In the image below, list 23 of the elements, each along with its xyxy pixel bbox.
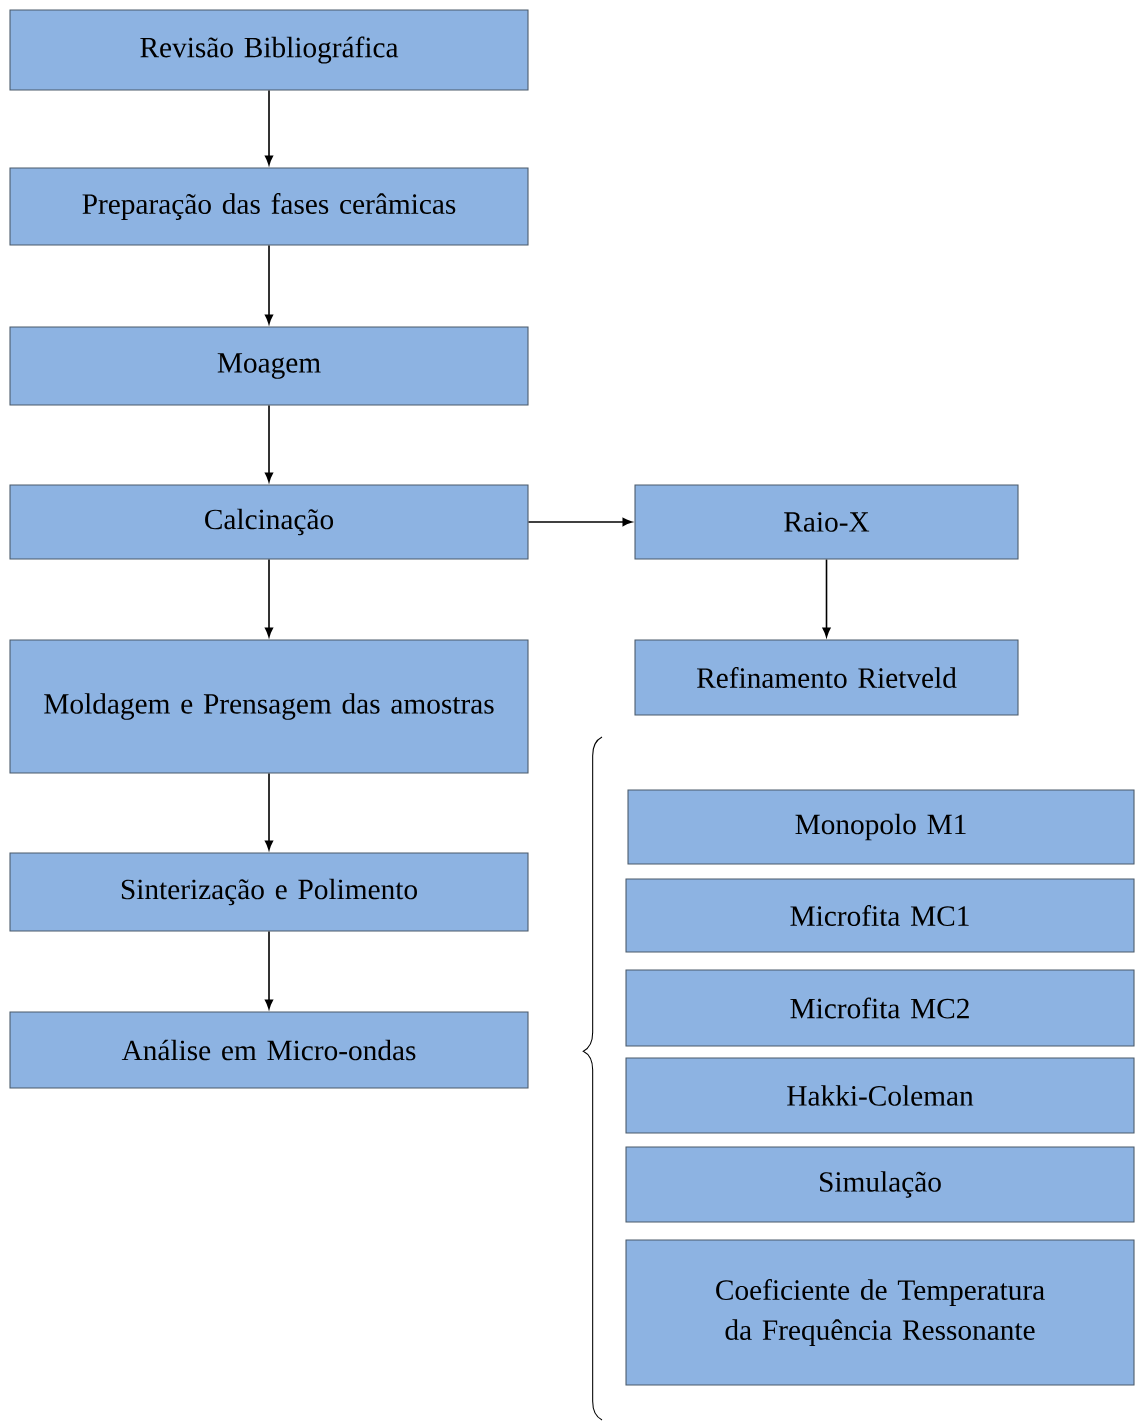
- process-box: Raio-X: [634, 484, 1019, 560]
- process-box: Simulação: [625, 1146, 1135, 1223]
- process-box: Revisão Bibliográfica: [9, 9, 529, 91]
- process-box: Coeficiente de Temperatura da Frequência Ressonante: [625, 1239, 1135, 1386]
- arrow: [264, 244, 274, 325]
- arrow: [822, 558, 831, 638]
- process-box: Sinterização e Polimento: [9, 852, 529, 932]
- process-box: Microfita MC1: [625, 878, 1135, 953]
- arrow: [264, 89, 274, 166]
- process-box: Moldagem e Prensagem das amostras: [9, 639, 529, 774]
- process-box: Calcinação: [9, 484, 529, 560]
- process-box: Microfita MC2: [625, 969, 1135, 1047]
- arrow: [264, 772, 274, 851]
- process-box: Análise em Micro-ondas: [9, 1011, 529, 1089]
- arrow: [264, 404, 274, 483]
- arrow: [264, 930, 274, 1010]
- process-box: Hakki-Coleman: [625, 1057, 1135, 1134]
- process-box: Monopolo M1: [627, 789, 1135, 865]
- arrow: [264, 558, 274, 638]
- process-box: Preparação das fases cerâmicas: [9, 167, 529, 246]
- process-box: Refinamento Rietveld: [634, 639, 1019, 716]
- arrow: [527, 517, 633, 527]
- process-box: Moagem: [9, 326, 529, 406]
